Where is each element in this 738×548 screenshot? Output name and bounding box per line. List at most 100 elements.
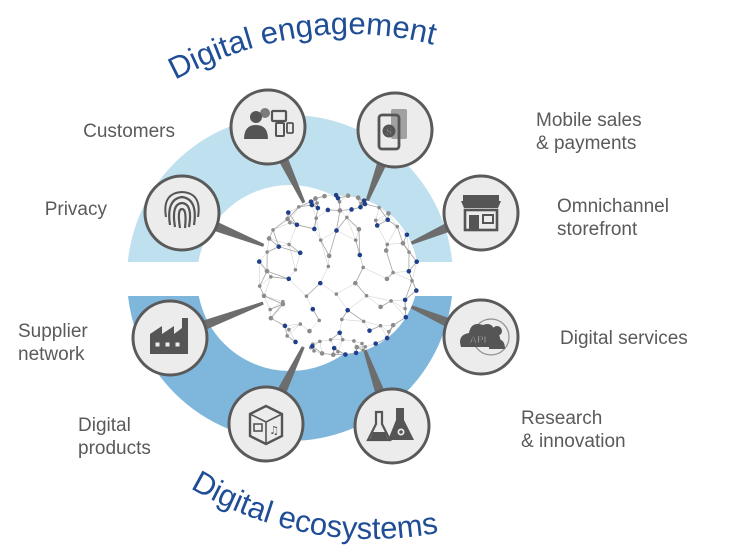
globe-link: [295, 252, 301, 270]
globe-link: [259, 270, 268, 287]
digital-engagement-title: Digital engagement: [163, 6, 441, 86]
globe-link: [259, 276, 272, 287]
globe-link: [390, 300, 406, 309]
globe-link: [337, 339, 343, 352]
storefront-icon: [461, 195, 501, 232]
services-connector: [405, 303, 454, 329]
mobile-label: Mobile sales & payments: [536, 110, 642, 154]
globe-node: [404, 232, 410, 238]
factory-icon: [150, 318, 188, 354]
globe-node: [352, 339, 356, 343]
globe-node: [268, 315, 274, 321]
globe-link: [346, 217, 360, 230]
globe-node: [378, 304, 383, 310]
mobile-connector: [363, 157, 388, 207]
globe-node: [349, 207, 354, 212]
globe-node: [363, 344, 368, 349]
globe-link: [288, 244, 296, 270]
globe-node: [343, 352, 348, 357]
storefront-connector: [405, 221, 454, 247]
globe-link: [390, 300, 407, 318]
privacy-label: Privacy: [44, 199, 107, 220]
people-devices-icon: [244, 108, 294, 139]
globe-node: [403, 306, 407, 311]
globe-node: [287, 327, 291, 332]
products-label: Digital products: [78, 415, 151, 459]
globe-background: [258, 195, 418, 355]
globe-link: [387, 243, 403, 245]
products-connector: [275, 341, 307, 398]
globe-link: [378, 207, 389, 221]
globe-link: [354, 267, 364, 284]
globe-node: [297, 250, 303, 256]
connectors: [198, 153, 454, 398]
globe-node: [389, 299, 393, 303]
globe-node: [334, 228, 339, 233]
globe-link: [364, 203, 380, 208]
globe-link: [363, 321, 381, 326]
globe-node: [391, 270, 395, 275]
globe-link: [341, 319, 364, 322]
globe-node: [364, 293, 369, 298]
globe-link: [355, 282, 367, 297]
globe-link: [288, 323, 301, 330]
globe-link: [392, 316, 407, 326]
globe-node: [400, 240, 406, 246]
globe-node: [355, 195, 361, 200]
globe-node: [357, 252, 363, 258]
globe-link: [336, 230, 356, 241]
globe-node: [330, 352, 336, 358]
research-node: [353, 387, 431, 465]
globe-node: [288, 220, 292, 225]
globe-node: [345, 307, 350, 313]
globe-node: [385, 217, 391, 223]
globe-node: [374, 223, 380, 228]
globe-node: [410, 279, 414, 283]
globe-link: [320, 282, 337, 295]
globe-node: [406, 268, 412, 274]
globe-node: [353, 350, 359, 356]
storefront-node: [442, 174, 520, 252]
globe-node: [336, 350, 340, 354]
globe-node: [265, 250, 269, 254]
globe-link: [266, 270, 289, 280]
svg-text:$: $: [386, 127, 392, 138]
globe-node: [318, 339, 322, 344]
globe-node: [328, 338, 333, 342]
globe-link: [342, 339, 354, 342]
globe-node: [304, 294, 309, 298]
globe-link: [287, 323, 301, 337]
globe-node: [373, 218, 378, 223]
globe-node: [285, 216, 290, 222]
globe-node: [337, 199, 342, 204]
globe-link: [272, 229, 280, 247]
globe-link: [296, 224, 315, 230]
globe-node: [296, 205, 301, 209]
supplier-connector: [198, 299, 270, 332]
research-connector: [361, 344, 386, 398]
globe-node: [360, 341, 364, 346]
globe-node: [361, 319, 366, 324]
globe-link: [320, 239, 330, 257]
globe-link: [375, 213, 389, 221]
services-node: API: [442, 298, 520, 376]
globe-node: [345, 215, 349, 220]
globe-node: [414, 288, 419, 293]
globe-link: [270, 276, 289, 280]
globe-node: [266, 236, 272, 241]
globe-node: [387, 329, 391, 334]
digital-ecosystems-title: Digital ecosystems: [187, 464, 440, 546]
globe-link: [396, 226, 404, 244]
privacy-connector: [209, 220, 270, 249]
globe-node: [313, 196, 318, 201]
globe-node: [337, 330, 342, 336]
globe-node: [322, 193, 327, 199]
globe-link: [315, 218, 321, 241]
globe-link: [375, 207, 380, 221]
globe-link: [346, 217, 356, 241]
globe-node: [362, 201, 368, 207]
nodes: $: [131, 88, 520, 465]
globe-node: [315, 205, 321, 211]
globe-node: [407, 250, 411, 254]
globe-link: [404, 290, 417, 301]
